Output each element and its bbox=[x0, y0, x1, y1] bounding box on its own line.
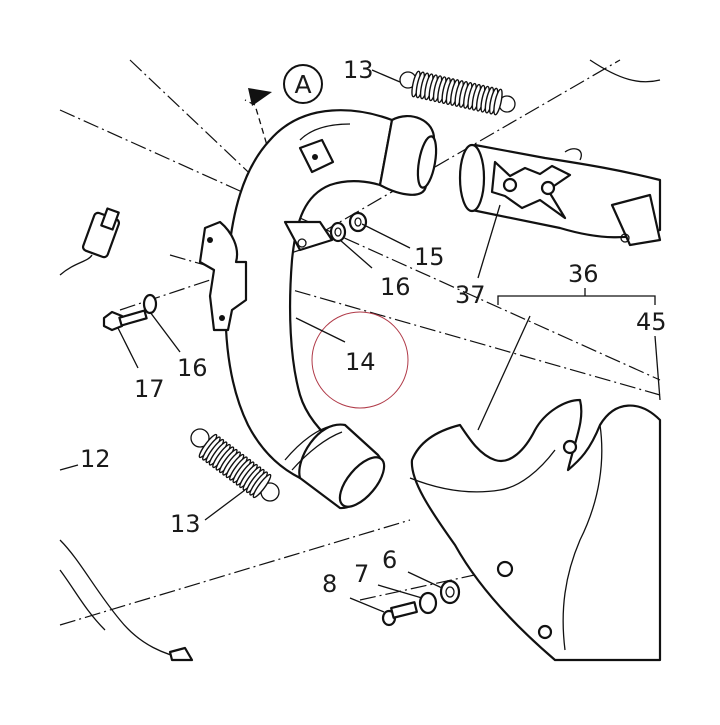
spring-top-coils bbox=[411, 70, 503, 116]
lower-left-outline-2 bbox=[59, 569, 106, 631]
lower-left-outline-1 bbox=[59, 539, 191, 661]
axis-line-main bbox=[59, 109, 661, 381]
washer-7 bbox=[418, 591, 438, 615]
nut-15-hole bbox=[354, 217, 362, 227]
leader-12 bbox=[59, 464, 79, 471]
callout-6: 6 bbox=[382, 546, 397, 574]
bolt-17-shank bbox=[118, 309, 148, 327]
pipe-bracket-hole bbox=[312, 154, 318, 160]
heat-shield-36 bbox=[409, 398, 662, 662]
washer-16-right-hole bbox=[334, 227, 342, 237]
sensor-connector bbox=[59, 207, 121, 276]
connector-tip bbox=[100, 207, 120, 231]
flange-hole bbox=[620, 233, 630, 243]
spring-bottom-coils bbox=[198, 433, 272, 499]
connector-cable bbox=[59, 254, 93, 276]
callout-14: 14 bbox=[345, 348, 376, 376]
upper-pipe-opening bbox=[458, 143, 486, 213]
fastener-set-left bbox=[102, 293, 158, 332]
fastener-set-right bbox=[329, 211, 368, 243]
callout-16-left: 16 bbox=[177, 354, 208, 382]
callout-7: 7 bbox=[354, 560, 369, 588]
lower-left-component bbox=[59, 539, 194, 662]
pipe-body bbox=[224, 109, 394, 480]
washer-16-left bbox=[142, 293, 158, 315]
mount-bracket-body bbox=[198, 220, 248, 332]
pipe-band-1 bbox=[284, 424, 336, 461]
leader-7 bbox=[377, 584, 423, 599]
highlight-circle-14 bbox=[311, 311, 409, 409]
callout-36: 36 bbox=[568, 260, 599, 288]
mount-bracket bbox=[198, 220, 248, 332]
leader-6 bbox=[407, 571, 443, 589]
callout-13-top: 13 bbox=[343, 56, 374, 84]
leader-lines bbox=[59, 69, 661, 613]
callout-16-right: 16 bbox=[380, 273, 411, 301]
nut-15 bbox=[348, 211, 368, 233]
bracket-36-brace bbox=[497, 295, 656, 305]
leader-17 bbox=[117, 327, 139, 369]
lower-left-clip bbox=[168, 646, 194, 662]
heat-shield-mount-3 bbox=[496, 560, 514, 578]
heat-shield-fold bbox=[409, 449, 556, 493]
pipe-mount-tab bbox=[283, 220, 334, 252]
clamp-bolt-2 bbox=[540, 180, 556, 196]
washer-6-hole bbox=[445, 586, 455, 598]
leader-16-left bbox=[149, 311, 181, 353]
clamp-assembly-37 bbox=[458, 59, 662, 247]
leader-36 bbox=[477, 315, 531, 431]
leader-8 bbox=[349, 597, 385, 613]
pipe-band-top bbox=[299, 123, 351, 141]
leader-16-right bbox=[339, 239, 373, 269]
spring-top bbox=[399, 70, 516, 116]
callout-15: 15 bbox=[414, 243, 445, 271]
washer-6 bbox=[439, 579, 461, 605]
callout-45: 45 bbox=[636, 308, 667, 336]
leader-13-top bbox=[371, 69, 401, 83]
heat-shield-body bbox=[410, 398, 662, 662]
fastener-set-bottom bbox=[381, 579, 461, 627]
heat-shield-mount-1 bbox=[562, 439, 578, 455]
view-marker-letter: A bbox=[294, 70, 311, 99]
exhaust-pipe-14 bbox=[224, 109, 438, 510]
heat-shield-mount-2 bbox=[537, 624, 553, 640]
flange-plate bbox=[610, 193, 662, 247]
leader-37 bbox=[477, 204, 501, 279]
pipe-band-2 bbox=[291, 431, 343, 471]
spring-bottom bbox=[190, 428, 280, 502]
callout-12: 12 bbox=[80, 445, 111, 473]
clamp-clip bbox=[564, 148, 582, 161]
callout-13-bottom: 13 bbox=[170, 510, 201, 538]
mount-bracket-hole-1 bbox=[207, 237, 213, 243]
screw-8-shank bbox=[390, 601, 418, 619]
callout-37: 37 bbox=[455, 281, 486, 309]
callout-17: 17 bbox=[134, 375, 165, 403]
clamp-bolt-1 bbox=[502, 177, 518, 193]
leader-45 bbox=[654, 335, 661, 401]
heat-shield-inner-edge bbox=[562, 424, 603, 651]
upper-right-outline bbox=[589, 59, 661, 83]
leader-15 bbox=[361, 223, 411, 249]
callout-labels: 13 14 15 16 16 17 12 37 36 45 13 6 7 8 bbox=[80, 56, 667, 598]
pipe-end-top-opening bbox=[416, 135, 438, 189]
pipe-end-bottom-opening bbox=[338, 456, 386, 508]
mount-bracket-hole-2 bbox=[219, 315, 225, 321]
leader-14 bbox=[295, 317, 346, 343]
washer-16-right bbox=[329, 221, 347, 243]
upper-pipe-section bbox=[470, 143, 662, 239]
view-marker-circle bbox=[283, 64, 323, 104]
spring-coil bbox=[252, 473, 272, 499]
pipe-mount-hole bbox=[297, 238, 307, 248]
spring-coil bbox=[493, 88, 503, 116]
axis-line-lower bbox=[59, 519, 411, 626]
callout-8: 8 bbox=[322, 570, 337, 598]
leader-13-bottom bbox=[204, 489, 246, 521]
spring-bottom-hook-top bbox=[190, 428, 210, 448]
view-arrow-head bbox=[248, 88, 272, 106]
